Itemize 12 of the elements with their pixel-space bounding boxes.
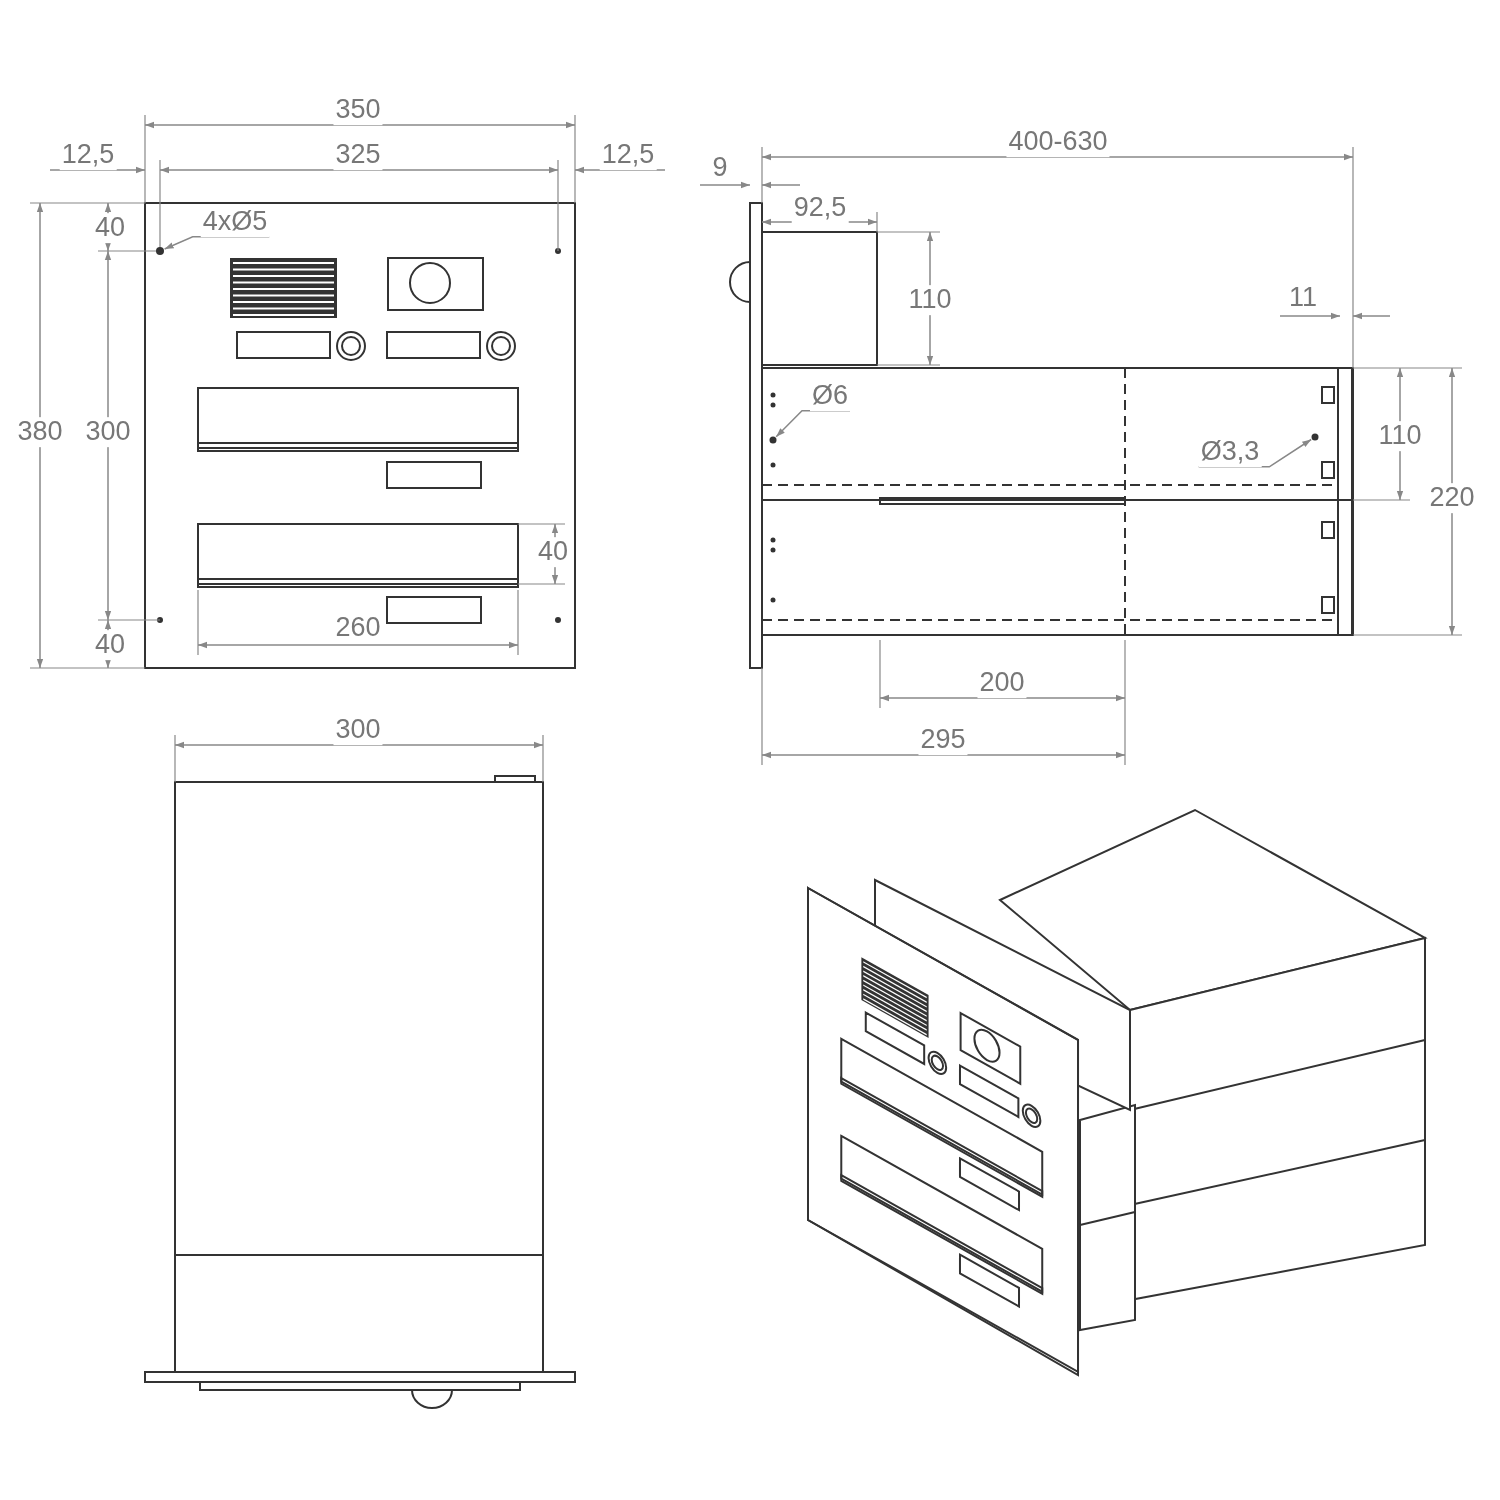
diameter-label: Ø6 [810,381,850,411]
diameter-label: 4xØ5 [200,207,270,237]
mounting-hole [769,436,777,444]
dimension-label: 40 [93,630,127,660]
mounting-hole [1311,433,1319,441]
mounting-hole [156,247,164,255]
dimension-label: 40 [536,537,570,567]
diameter-label: Ø3,3 [1198,437,1262,467]
dimension-label: 300 [83,417,133,447]
dimension-label: 220 [1427,483,1477,513]
dimension-label: 40 [93,213,127,243]
dimension-label: 380 [15,417,65,447]
